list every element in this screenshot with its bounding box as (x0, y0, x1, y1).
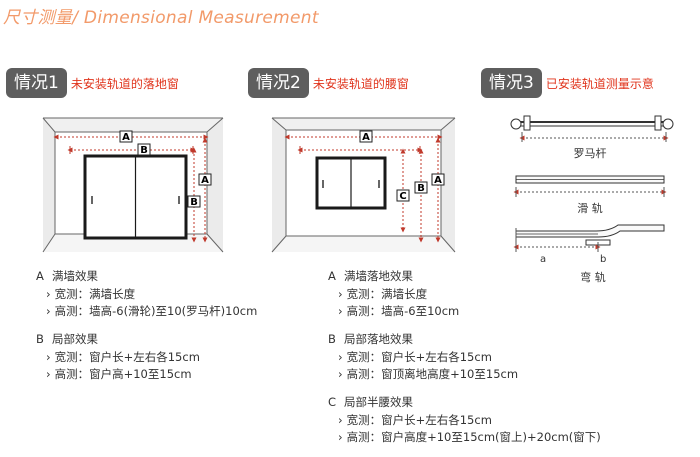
note-group: A 满墙效果 宽测：满墙长度 高测：墙高-6(滑轮)至10(罗马杆)10cm (36, 268, 257, 320)
case-1-dimension-labels: A B A B (119, 130, 212, 208)
case-3-header: 情况3 已安装轨道测量示意 (481, 68, 654, 98)
slide-rail (515, 175, 665, 184)
note-line: 宽测：满墙长度 (328, 286, 601, 303)
roman-rod (510, 115, 674, 131)
curved-rail-a-label: a (540, 254, 546, 265)
case-2-notes: A 满墙落地效果 宽测：满墙长度 高测：墙高-6至10cm B 局部落地效果 宽测：… (328, 268, 601, 457)
case-3-title: 已安装轨道测量示意 (545, 76, 654, 91)
note-line: 宽测：满墙长度 (36, 286, 257, 303)
roman-rod-label: 罗马杆 (574, 146, 607, 160)
case-2-room (271, 117, 456, 253)
note-line: 高测：窗顶离地高度+10至15cm (328, 366, 601, 383)
slide-rail-dimension (513, 187, 667, 197)
case-2-window (315, 156, 387, 210)
case-1-header: 情况1 未安装轨道的落地窗 (6, 68, 179, 98)
label-A: A (434, 175, 442, 186)
note-group: B 局部效果 宽测：窗户长+左右各15cm 高测：窗户高+10至15cm (36, 331, 257, 383)
label-B: B (140, 145, 148, 156)
case-1-dimension-lines (53, 134, 209, 243)
label-A: A (362, 132, 370, 143)
note-heading: 局部落地效果 (344, 332, 413, 346)
case-2-dimension-labels: A A B C (359, 130, 445, 202)
note-group: B 局部落地效果 宽测：窗户长+左右各15cm 高测：窗顶离地高度+10至15cm (328, 331, 601, 383)
note-letter: B (36, 332, 44, 346)
case-3-badge: 情况3 (481, 68, 542, 98)
label-A: A (201, 175, 209, 186)
note-letter: A (328, 269, 336, 283)
note-heading: 满墙落地效果 (344, 269, 413, 283)
note-heading: 满墙效果 (52, 269, 98, 283)
note-line: 宽测：窗户长+左右各15cm (328, 412, 601, 429)
label-C: C (399, 191, 406, 202)
note-line: 宽测：窗户长+左右各15cm (328, 349, 601, 366)
note-line: 高测：墙高-6(滑轮)至10(罗马杆)10cm (36, 303, 258, 320)
curved-rail-b-label: b (600, 254, 606, 265)
note-letter: B (328, 332, 336, 346)
case-1-notes: A 满墙效果 宽测：满墙长度 高测：墙高-6(滑轮)至10(罗马杆)10cm B局… (36, 268, 257, 394)
note-line: 高测：窗户高度+10至15cm(窗上)+20cm(窗下) (328, 429, 601, 446)
slide-rail-label: 滑 轨 (577, 201, 603, 215)
roman-rod-dimension (519, 132, 669, 142)
case-1-title: 未安装轨道的落地窗 (70, 76, 179, 91)
note-letter: A (36, 269, 44, 283)
label-B: B (417, 183, 425, 194)
case-2-header: 情况2 未安装轨道的腰窗 (248, 68, 409, 98)
case-1-door (83, 154, 188, 240)
note-line: 高测：墙高-6至10cm (328, 303, 601, 320)
note-group: C 局部半腰效果 宽测：窗户长+左右各15cm 高测：窗户高度+10至15cm(窗… (328, 394, 601, 446)
note-heading: 局部半腰效果 (344, 395, 413, 409)
label-B: B (190, 197, 198, 208)
label-A: A (122, 132, 130, 143)
page-title: 尺寸测量/ Dimensional Measurement (3, 8, 319, 28)
note-heading: 局部效果 (52, 332, 98, 346)
note-group: A 满墙落地效果 宽测：满墙长度 高测：墙高-6至10cm (328, 268, 601, 320)
curved-rail-label: 弯 轨 (580, 270, 606, 284)
case-2-title: 未安装轨道的腰窗 (312, 76, 409, 91)
curved-rail (515, 224, 665, 246)
note-letter: C (328, 395, 337, 409)
note-line: 高测：窗户高+10至15cm (36, 366, 257, 383)
note-line: 宽测：窗户长+左右各15cm (36, 349, 257, 366)
case-2-badge: 情况2 (248, 68, 309, 98)
case-1-badge: 情况1 (6, 68, 67, 98)
curved-rail-dimension (513, 228, 601, 252)
